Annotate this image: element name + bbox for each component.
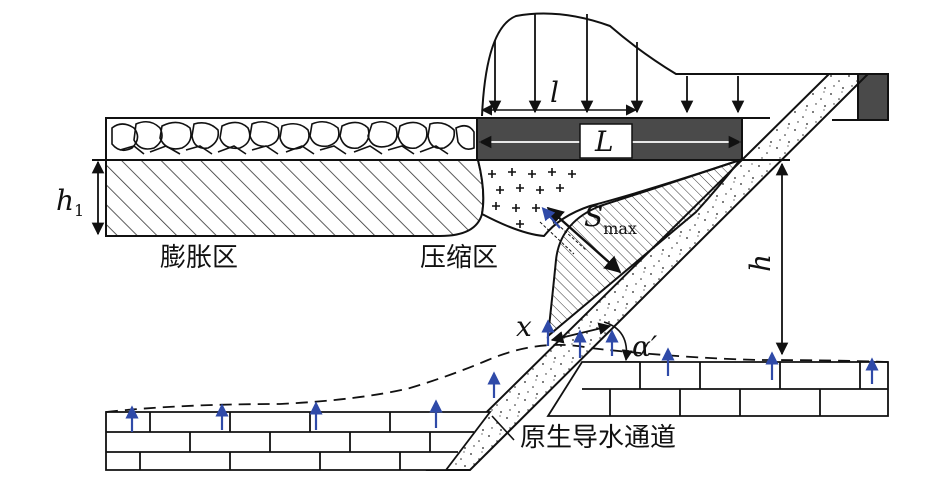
label-h1-sub: 1	[74, 201, 84, 220]
label-expansion-zone: 膨胀区	[160, 243, 238, 273]
compression-zone-marks	[488, 168, 576, 228]
smax-guide-1	[545, 213, 587, 251]
alpha-arc	[603, 321, 633, 362]
pressure-arrows	[488, 14, 745, 114]
channel-leader-line	[491, 415, 515, 441]
label-h: h	[744, 254, 777, 272]
label-alpha: α′	[632, 330, 658, 363]
label-l: l	[550, 76, 559, 109]
label-L: L	[594, 125, 614, 158]
smax-guide-2	[539, 221, 575, 255]
label-primary-water-channel: 原生导水通道	[520, 423, 676, 453]
aquifer-left	[105, 411, 492, 471]
gob-rubble-zone	[105, 117, 479, 161]
label-compression-zone: 压缩区	[420, 243, 498, 273]
water-level-line	[105, 344, 889, 413]
L-label-box	[579, 123, 633, 159]
label-x: x	[516, 310, 532, 343]
label-smax: Smax	[584, 200, 637, 238]
label-h1: h1	[56, 184, 84, 220]
water-flow-arrows	[125, 207, 879, 432]
label-smax-sub: max	[603, 219, 637, 238]
coal-seam-right	[857, 73, 889, 121]
smax-dimension-line	[546, 206, 622, 274]
abutment-pressure-curve	[481, 12, 858, 117]
aquifer-right	[546, 361, 889, 417]
expansion-zone-area	[105, 159, 485, 237]
